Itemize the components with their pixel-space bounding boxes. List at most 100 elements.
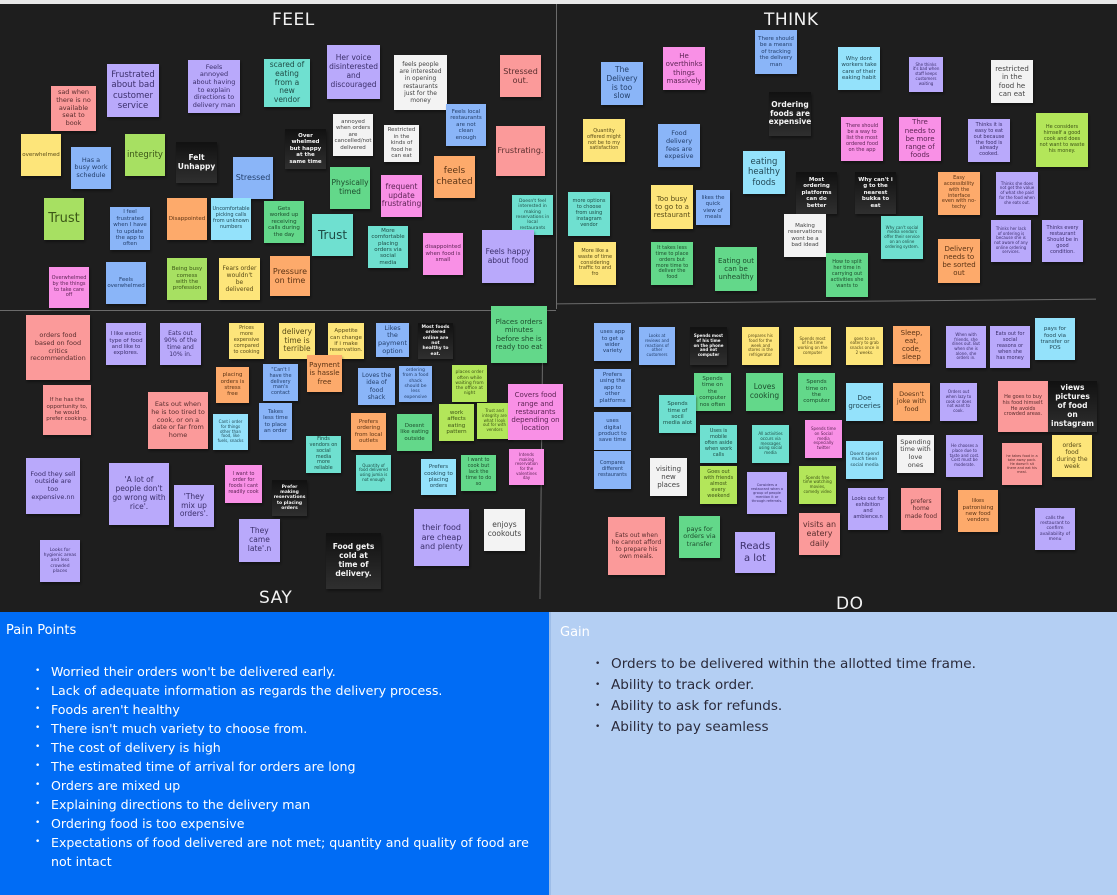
sticky-note-feel[interactable]: Stressed [233,157,273,199]
sticky-note-do[interactable]: prepares his food for the week and store… [742,327,779,365]
sticky-note-do[interactable]: Prefers using the app to other platforms [594,369,631,407]
sticky-note-say[interactable]: If he has the opportunity to, he would p… [43,385,91,435]
sticky-note-think[interactable]: There should be a way to list the most o… [841,117,883,161]
sticky-note-say[interactable]: Food they sell outside are too expensive… [26,458,80,514]
sticky-note-do[interactable]: He goes to buy his food himself. He avoi… [998,381,1048,432]
sticky-note-think[interactable]: More like a waste of time considering tr… [574,242,616,285]
sticky-note-feel[interactable]: integrity [125,134,165,176]
sticky-note-do[interactable]: Spending time with love ones [897,435,934,473]
sticky-note-feel[interactable]: sad when there is no available seat to b… [51,86,96,131]
sticky-note-feel[interactable]: Uncomfortable picking calls from unknown… [211,198,251,240]
sticky-note-think[interactable]: Thre needs to be more range of foods [899,117,941,161]
sticky-note-say[interactable]: I like exotic type of food and like to e… [106,323,146,365]
sticky-note-do[interactable]: pays for food via transfer or POS [1035,318,1075,360]
sticky-note-say[interactable]: work affects eating pattern [439,404,474,441]
sticky-note-feel[interactable]: Over whelmed but happy at the same time [285,129,326,169]
sticky-note-say[interactable]: Payment is hassle free [307,355,342,392]
sticky-note-think[interactable]: Thinks it is easy to eat out because the… [968,119,1010,162]
sticky-note-think[interactable]: Making reservations wont be a bad idead [784,214,826,257]
sticky-note-do[interactable]: Spends time of socil media alot [659,395,696,433]
sticky-note-do[interactable]: uses digital product to save time [594,412,631,450]
sticky-note-do[interactable]: Orders out when lazy to cook or does not… [940,383,977,421]
sticky-note-think[interactable]: The Delivery is too slow [601,62,643,105]
sticky-note-think[interactable]: How to split her time in carrying out ac… [826,253,868,297]
sticky-note-say[interactable]: Most foods ordered online are not health… [418,323,453,359]
sticky-note-say[interactable]: orders food based on food critics recomm… [26,315,90,380]
sticky-note-do[interactable]: Compares different restaurants [594,451,631,489]
sticky-note-feel[interactable]: disappointed when food is small [423,233,463,275]
sticky-note-do[interactable]: Goes out with friends almost every weeke… [700,466,737,504]
sticky-note-think[interactable]: It takes less time to place orders but m… [651,242,693,285]
sticky-note-think[interactable]: Easy accessibility with the interface ev… [938,172,980,215]
sticky-note-do[interactable]: Spends time on Social media especially t… [805,420,842,458]
sticky-note-feel[interactable]: Feels overwhelmed [106,262,146,304]
sticky-note-say[interactable]: I want to order for foods I cant readily… [225,465,262,503]
sticky-note-think[interactable]: He considers himself a good cook and doe… [1036,113,1088,167]
sticky-note-do[interactable]: When with friends, she dines out. But wh… [946,326,986,368]
sticky-note-think[interactable]: Food delivery fees are expesive [658,124,700,167]
sticky-note-feel[interactable]: frequent update frustrating [381,175,422,217]
sticky-note-say[interactable]: Looks for hygienic areas and less crowde… [40,540,80,582]
sticky-note-do[interactable]: Reads a lot [735,532,775,573]
sticky-note-feel[interactable]: Frustrated about bad customer service [107,64,159,117]
sticky-note-do[interactable]: Spends time on the computer nos often [694,373,731,411]
sticky-note-do[interactable]: orders food during the week [1052,435,1092,477]
sticky-note-do[interactable]: views pictures of food on instagram [1048,381,1097,432]
sticky-note-think[interactable]: He overthinks things massively [663,47,705,90]
sticky-note-think[interactable]: Eating out can be unhealthy [715,247,757,291]
sticky-note-feel[interactable]: scared of eating from a new vendor [264,59,310,107]
sticky-note-say[interactable]: Prices more expensive compared to cookin… [229,323,264,359]
sticky-note-feel[interactable]: Disappointed [167,198,207,240]
sticky-note-say[interactable]: I want to cook but lack the time to do s… [461,455,496,491]
sticky-note-do[interactable]: Loves cooking [746,373,783,411]
sticky-note-think[interactable]: Why can't social media vendors offer the… [881,216,923,259]
sticky-note-say[interactable]: Prefer making reservations to placing or… [272,480,307,516]
sticky-note-say[interactable]: ordering from a food shack should be les… [399,366,432,402]
sticky-note-say[interactable]: places order often while waiting from th… [452,365,487,402]
sticky-note-do[interactable]: uses app to get a wider variety [594,323,631,361]
sticky-note-say[interactable]: Likes the payment option [376,323,409,357]
sticky-note-say[interactable]: Takes less time to place an order [259,403,292,440]
sticky-note-say[interactable]: enjoys cookouts [484,509,525,551]
sticky-note-do[interactable]: prefers home made food [901,488,941,530]
sticky-note-do[interactable]: Looks out for exhibition and ambience.n [848,488,888,530]
sticky-note-say[interactable]: Quantity of food delivered using jumia i… [356,455,391,491]
sticky-note-feel[interactable]: annoyed when orders are cancelled/not de… [333,114,373,156]
sticky-note-do[interactable]: All activities occurs via messages using… [752,425,789,463]
sticky-note-think[interactable]: Quantity offered might not be to my sati… [583,119,625,162]
sticky-note-feel[interactable]: Gets worked up receiving calls during th… [264,201,304,243]
sticky-note-think[interactable]: Thinks her lack of ordering is because s… [991,220,1031,262]
sticky-note-say[interactable]: Loves the idea of food shack [358,368,395,405]
sticky-note-do[interactable]: Eats out for social reasons or when she … [990,326,1030,368]
sticky-note-think[interactable]: Ordering foods are expensive [769,92,811,136]
sticky-note-feel[interactable]: Feels annoyed about having to explain di… [188,60,240,113]
sticky-note-say[interactable]: Finds vendors on social media more relia… [306,436,341,473]
sticky-note-say[interactable]: Appetite can change if i make reservatio… [328,323,364,359]
sticky-note-do[interactable]: Sleep, eat, code, sleep [893,326,930,364]
sticky-note-think[interactable]: Delivery needs to be sorted out [938,239,980,283]
sticky-note-say[interactable]: They came late'.n [239,519,280,562]
sticky-note-say[interactable]: 'They mix up orders'. [174,485,214,527]
sticky-note-feel[interactable]: More comfortable placing orders via soci… [368,226,408,268]
sticky-note-say[interactable]: Prefers cooking to placing orders [421,459,456,495]
sticky-note-say[interactable]: their food are cheap and plenty [414,509,469,566]
sticky-note-feel[interactable]: Feels happy about food [482,230,534,283]
sticky-note-say[interactable]: Eats out when he is too tired to cook, o… [148,392,208,449]
sticky-note-say[interactable]: Prefers ordering from local outlets [351,413,386,450]
sticky-note-say[interactable]: "Can't I have the delivery man's contact [263,364,298,401]
sticky-note-do[interactable]: Eats out when he cannot afford to prepar… [608,517,665,575]
sticky-note-do[interactable]: Uses is mobile often aside when work cal… [700,425,737,463]
sticky-note-say[interactable]: Eats out 90% of the time and 10% in. [160,323,201,365]
sticky-note-think[interactable]: eating healthy foods [743,151,785,194]
sticky-note-feel[interactable]: Pressure on time [270,256,310,296]
sticky-note-feel[interactable]: Trust [44,198,84,240]
sticky-note-think[interactable]: Thinks every restaurant Should be in goo… [1042,220,1083,262]
sticky-note-do[interactable]: Doesn't joke with food [893,383,930,421]
sticky-note-do[interactable]: goes to an eatery to grab snacks once in… [846,327,883,365]
sticky-note-think[interactable]: restricted in the food he can eat [991,60,1033,103]
sticky-note-do[interactable]: likes patronising new food vendors [958,490,998,532]
sticky-note-do[interactable]: visits an eatery daily [799,513,840,555]
sticky-note-feel[interactable]: feels cheated [434,156,475,198]
sticky-note-say[interactable]: Trust and integrity are what I look out … [477,403,512,439]
sticky-note-do[interactable]: Spends free time watching movies, comedy… [799,466,836,504]
